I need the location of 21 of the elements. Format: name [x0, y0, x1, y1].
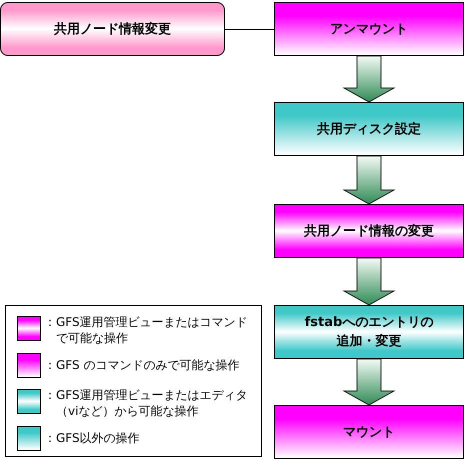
- process-box: [274, 405, 464, 459]
- legend-text: ：GFS運用管理ビューまたはエディタ（viなど）から可能な操作: [44, 387, 249, 419]
- rounded-box: [0, 2, 225, 56]
- process-box: [274, 102, 464, 156]
- process-box: [274, 2, 464, 56]
- box-label: 共用ノード情報の変更: [304, 222, 434, 240]
- block-arrow: [342, 56, 396, 102]
- box-label: 共用ノード情報変更: [54, 20, 171, 38]
- box-label: 共用ディスク設定: [317, 120, 421, 138]
- legend-text: ：GFS以外の操作: [44, 430, 141, 446]
- connector-line: [224, 29, 274, 30]
- legend-text: ：GFS のコマンドのみで可能な操作: [44, 357, 240, 373]
- process-box: [274, 305, 464, 359]
- box-label: fstabへのエントリの追加・変更: [304, 314, 434, 351]
- block-arrow: [342, 258, 396, 306]
- legend-text: ：GFS運用管理ビューまたはコマンドで可能な操作: [44, 314, 249, 346]
- block-arrow: [342, 358, 396, 406]
- block-arrow: [342, 156, 396, 204]
- process-box: [274, 204, 464, 258]
- box-label: アンマウント: [330, 20, 408, 38]
- box-label: マウント: [343, 424, 395, 442]
